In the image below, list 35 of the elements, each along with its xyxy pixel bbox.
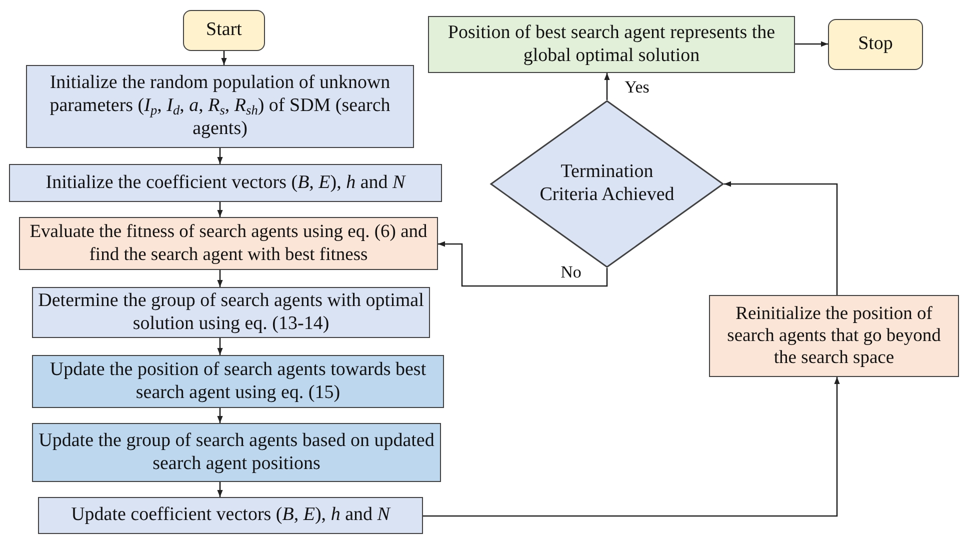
node-text: Initialize the coefficient vectors (B, E), h and N	[46, 172, 406, 194]
node-text: Start	[206, 19, 242, 42]
arrow	[217, 408, 223, 423]
arrow	[217, 270, 223, 287]
node-text: Reinitialize the position of search agents that go beyond the search space	[726, 302, 942, 370]
arrow	[217, 338, 223, 355]
process-box	[32, 355, 444, 408]
terminal-box	[183, 10, 265, 51]
node-text: Stop	[858, 33, 893, 56]
node-text: Determine the group of search agents with optimal solution using eq. (13-14)	[37, 290, 425, 336]
arrow	[438, 241, 608, 287]
process-box	[32, 423, 441, 482]
process-box	[38, 497, 423, 534]
node-text: Initialize the random population of unknown parameters (I$_{p}$, I$_{d}$, a, R$_{s}$, R$_{sh}$) of SDM (search agents)	[48, 72, 392, 141]
arrow	[604, 73, 610, 100]
process-box	[709, 295, 959, 377]
arrow	[221, 51, 227, 65]
process-box	[26, 65, 414, 148]
arrow	[217, 202, 223, 217]
arrow	[795, 41, 828, 47]
arrow	[724, 181, 838, 295]
decision-diamond	[490, 100, 724, 268]
process-box	[19, 217, 438, 270]
node-text: Update coefficient vectors (B, E), h and N	[71, 504, 390, 527]
node-text: Position of best search agent represents the global optimal solution	[446, 22, 776, 68]
arrow	[217, 482, 223, 497]
terminal-box	[828, 19, 923, 70]
node-text: Termination Criteria Achieved	[538, 161, 676, 207]
node-text: Evaluate the fitness of search agents using eq. (6) and find the search agent with best fitness	[28, 221, 428, 266]
arrow	[423, 377, 840, 517]
arrow	[217, 148, 223, 164]
node-text: Update the group of search agents based on updated search agent positions	[38, 430, 436, 476]
output-box	[428, 16, 795, 73]
node-text: Update the position of search agents towards best search agent using eq. (15)	[48, 358, 428, 404]
process-box	[9, 164, 442, 202]
